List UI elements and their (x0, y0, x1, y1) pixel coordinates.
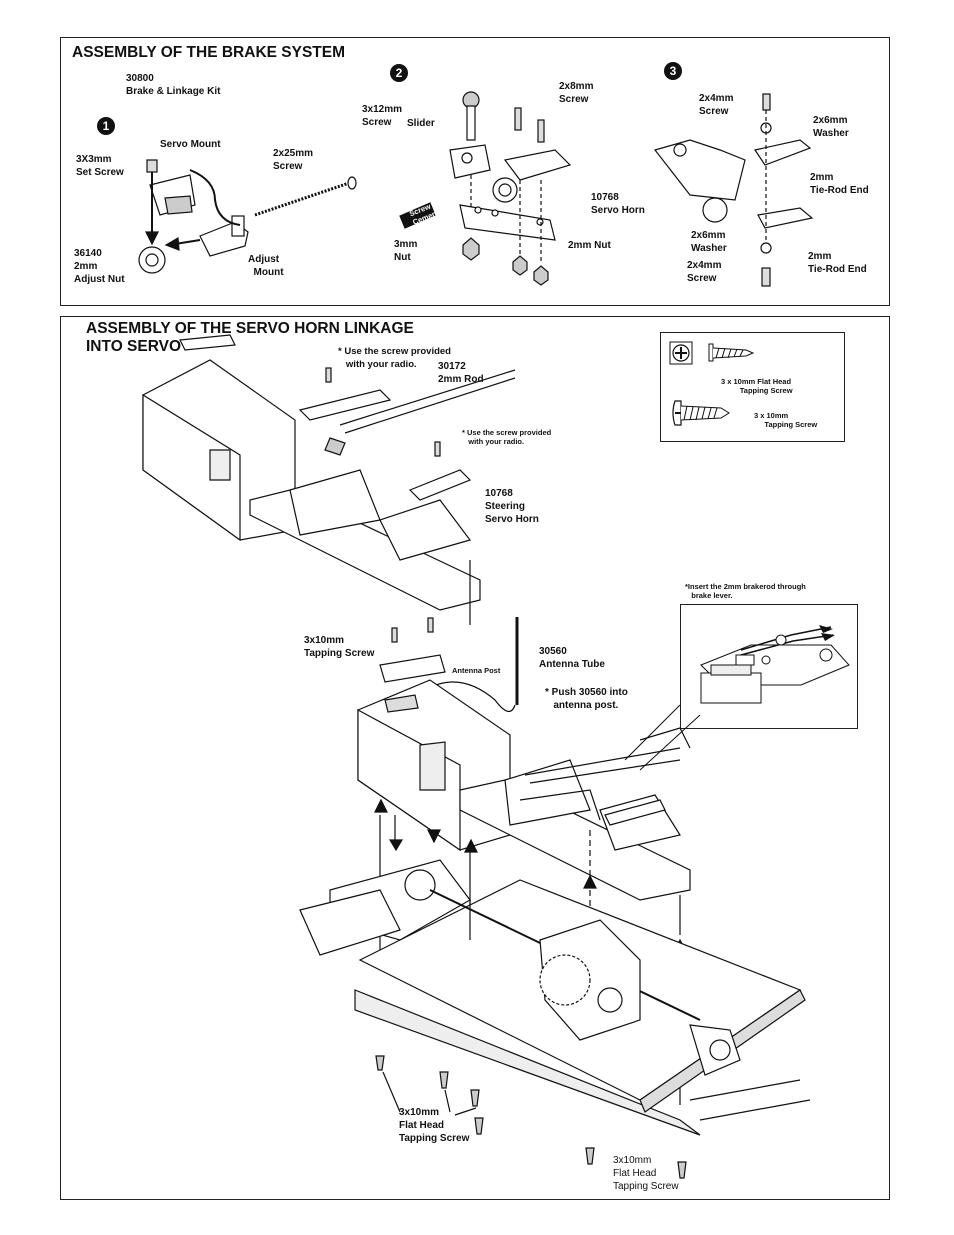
brake-system-title: ASSEMBLY OF THE BRAKE SYSTEM (72, 44, 346, 61)
label-antenna-post: Antenna Post (452, 666, 501, 675)
lower-servo-horn-part (604, 799, 666, 826)
label-brakerod-note: *Insert the 2mm brakerod through brake l… (685, 582, 806, 600)
screw-legend-box: 3 x 10mm Flat Head Tapping Screw 3 x 10m… (660, 332, 845, 442)
label-2mm-rod: 30172 2mm Rod (438, 361, 484, 385)
label-adjust-mount: Adjust Mount (248, 254, 284, 278)
label-servo-horn: 10768 Servo Horn (591, 192, 645, 216)
screw-cement-tube (399, 202, 436, 229)
label-2mm-nut: 2mm Nut (568, 240, 611, 251)
phillips-head-icon (672, 344, 690, 362)
tie-rod-end-bottom (757, 207, 814, 229)
servo-linkage-panel (60, 316, 890, 1200)
label-tie-rod-bottom: 2mm Tie-Rod End (808, 251, 867, 275)
label-3mm-nut: 3mm Nut (394, 239, 418, 263)
set-screw-icon (146, 159, 158, 173)
label-radio-screw-note-1: * Use the screw provided with your radio… (338, 346, 451, 370)
label-2x4-screw-top: 2x4mm Screw (699, 93, 734, 117)
kit-name: Brake & Linkage Kit (126, 86, 221, 97)
label-2x4-screw-bottom: 2x4mm Screw (687, 260, 722, 284)
screw-legend-art (669, 341, 755, 426)
step-1-marker: 1 (97, 117, 115, 135)
brake-lever-inset (680, 604, 858, 729)
label-flat-head-screw-1: 3x10mm Flat Head Tapping Screw (399, 1107, 470, 1144)
label-adjust-nut: 36140 2mm Adjust Nut (74, 248, 125, 285)
legend-flat-head-label: 3 x 10mm Flat Head Tapping Screw (721, 377, 793, 395)
brake-system-panel (60, 37, 890, 306)
label-tie-rod-top: 2mm Tie-Rod End (810, 172, 869, 196)
label-push-antenna-note: * Push 30560 into antenna post. (545, 687, 628, 711)
label-2x6-washer-top: 2x6mm Washer (813, 115, 849, 139)
label-set-screw: 3X3mm Set Screw (76, 154, 124, 178)
legend-round-head-label: 3 x 10mm Tapping Screw (754, 411, 818, 429)
label-radio-screw-note-2: * Use the screw provided with your radio… (462, 428, 552, 446)
label-2x25-screw: 2x25mm Screw (273, 148, 314, 172)
label-antenna-tube: 30560 Antenna Tube (539, 646, 605, 670)
steering-servo-horn-part (408, 469, 472, 501)
3mm-nut-icon (462, 237, 480, 261)
kit-number: 30800 (126, 73, 154, 84)
label-servo-mount: Servo Mount (160, 139, 221, 150)
label-2x8-screw: 2x8mm Screw (559, 81, 594, 105)
step-3-marker: 3 (664, 62, 682, 80)
step3-phillips-icon (673, 143, 687, 157)
label-steering-servo-horn: 10768 Steering Servo Horn (485, 488, 539, 525)
step-2-marker: 2 (390, 64, 408, 82)
label-3x10-tapping-screw: 3x10mm Tapping Screw (304, 635, 375, 659)
servo-linkage-title: ASSEMBLY OF THE SERVO HORN LINKAGE INTO … (86, 320, 414, 355)
label-flat-head-screw-2: 3x10mm Flat Head Tapping Screw (613, 1155, 679, 1192)
label-3x12-screw: 3x12mm Screw (362, 104, 403, 128)
tie-rod-end-top (754, 139, 812, 166)
label-2x6-washer-bottom: 2x6mm Washer (691, 230, 727, 254)
step3-horn-part (653, 139, 746, 201)
brake-lever-inset-art (700, 625, 850, 704)
2x25-screw-icon (254, 180, 353, 217)
label-slider: Slider (407, 118, 435, 129)
